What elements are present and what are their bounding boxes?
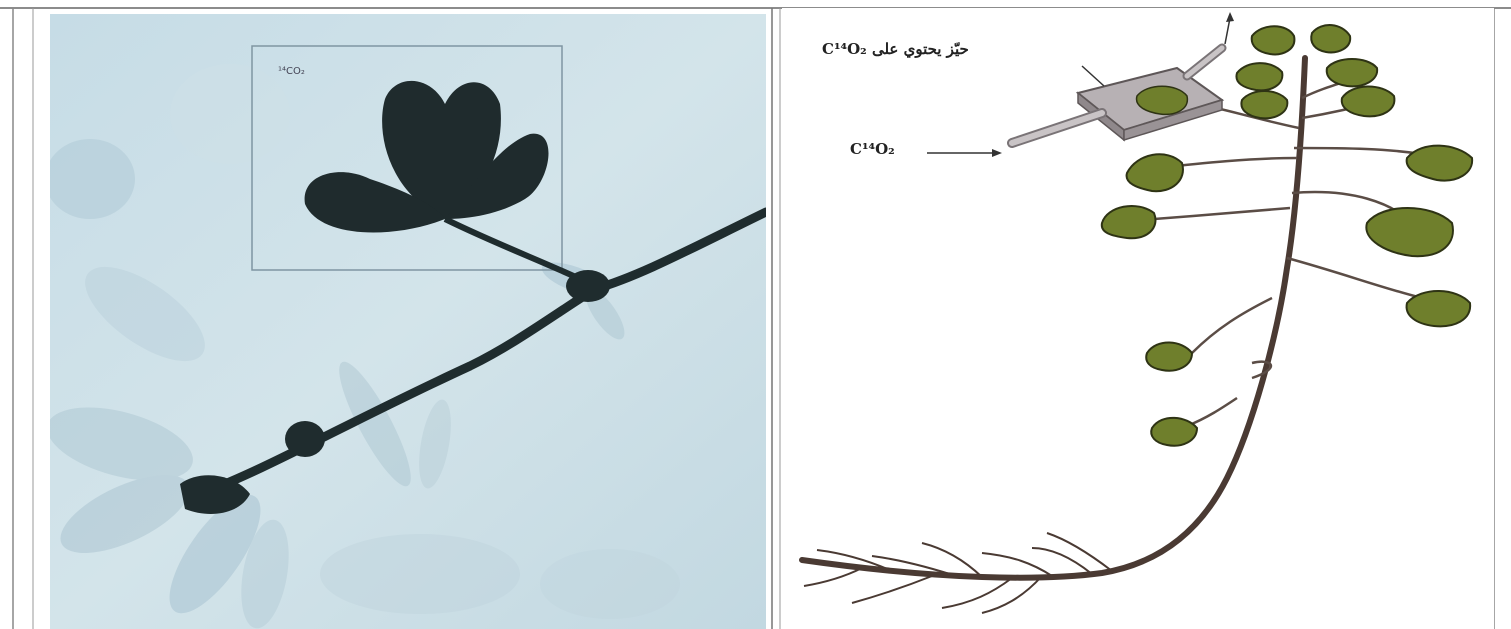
- leaf: [1241, 91, 1287, 118]
- stem-node: [285, 421, 325, 457]
- leaf: [1327, 59, 1377, 86]
- stem-node: [566, 270, 610, 302]
- leaf: [1407, 291, 1471, 326]
- plant-diagram-panel: [782, 8, 1494, 629]
- leaf: [1236, 63, 1282, 90]
- leaf: [1252, 26, 1295, 54]
- autoradiograph-panel: ¹⁴CO₂: [50, 14, 766, 629]
- box-label: ¹⁴CO₂: [278, 66, 305, 77]
- plant-diagram: [782, 8, 1494, 629]
- leaf: [1151, 418, 1197, 446]
- autoradiograph-image: [50, 14, 766, 629]
- leaf: [1342, 86, 1395, 116]
- inflow-label: C¹⁴O₂: [850, 140, 895, 158]
- leaf: [1146, 342, 1192, 370]
- leaf: [1311, 25, 1350, 52]
- chamber-label: C¹⁴O₂ حيّز يحتوي على: [822, 40, 969, 58]
